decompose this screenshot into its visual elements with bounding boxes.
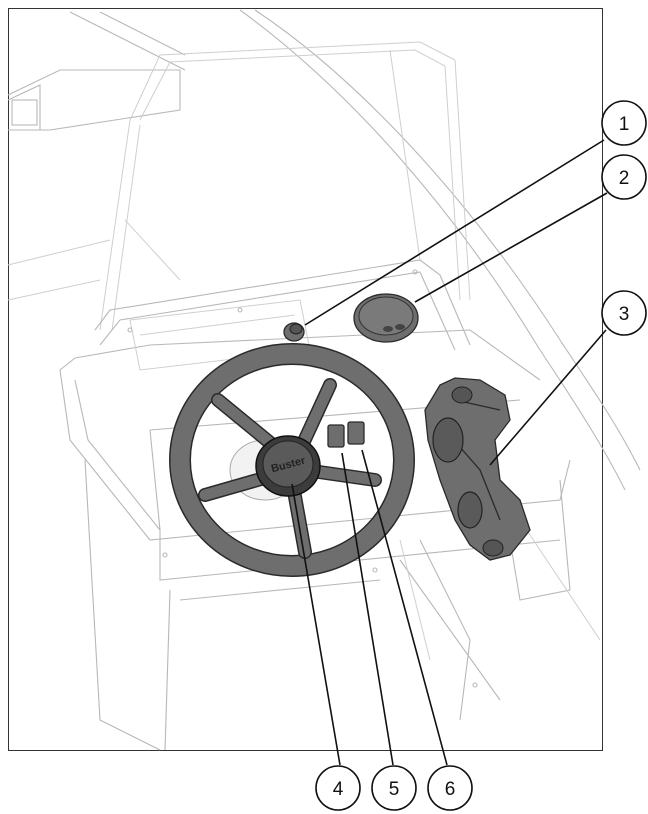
svg-text:3: 3 xyxy=(619,304,630,325)
switch-panel xyxy=(327,421,365,448)
throttle-control xyxy=(424,377,531,561)
ignition-switch xyxy=(283,322,305,342)
leader-lines xyxy=(291,139,608,766)
callout-1: 1 xyxy=(601,100,647,146)
boat-outline xyxy=(7,9,641,751)
callout-2: 2 xyxy=(601,154,647,200)
callout-6: 6 xyxy=(427,765,473,811)
leader-3 xyxy=(489,329,607,466)
callout-5: 5 xyxy=(371,765,417,811)
callout-3: 3 xyxy=(601,290,647,336)
switch-left xyxy=(327,424,345,448)
svg-text:5: 5 xyxy=(389,779,400,800)
leader-5 xyxy=(341,452,394,766)
svg-text:4: 4 xyxy=(333,779,344,800)
leader-6 xyxy=(361,449,448,766)
svg-text:6: 6 xyxy=(445,779,456,800)
svg-text:1: 1 xyxy=(619,114,630,135)
switch-right xyxy=(347,421,365,445)
callout-4: 4 xyxy=(315,765,361,811)
steering-wheel: Buster xyxy=(169,343,415,577)
leader-2 xyxy=(414,192,608,303)
leader-1 xyxy=(304,139,605,326)
leader-4 xyxy=(291,483,341,766)
compass xyxy=(353,293,419,343)
drawing-frame xyxy=(8,8,603,751)
svg-text:2: 2 xyxy=(619,168,630,189)
